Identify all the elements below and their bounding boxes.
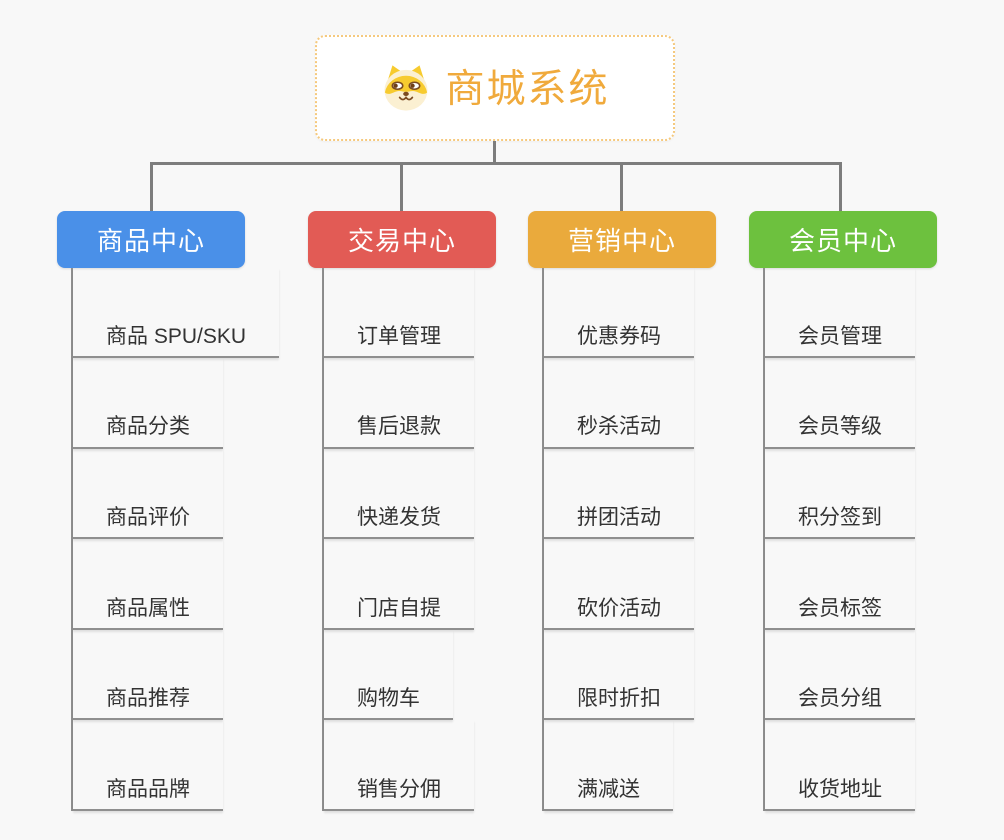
branch-item-label: 优惠券码	[577, 324, 661, 348]
branch-item-label: 订单管理	[357, 324, 441, 348]
branch-item-label: 砍价活动	[577, 596, 661, 620]
branch-items: 优惠券码秒杀活动拼团活动砍价活动限时折扣满减送	[542, 268, 716, 811]
connector-drop	[839, 164, 842, 211]
branch-header-0[interactable]: 商品中心	[57, 211, 245, 268]
branch-item-label: 收货地址	[798, 777, 882, 801]
branch-item[interactable]: 收货地址	[765, 720, 915, 811]
branch-item[interactable]: 商品品牌	[73, 720, 223, 811]
branch-item-label: 会员等级	[798, 415, 882, 439]
branch-items: 订单管理售后退款快递发货门店自提购物车销售分佣	[322, 268, 496, 811]
branch-item[interactable]: 满减送	[544, 720, 673, 811]
connector-bus	[150, 162, 842, 165]
connector-root-drop	[493, 141, 496, 164]
branch-item-label: 商品评价	[106, 506, 190, 529]
branch-item[interactable]: 门店自提	[324, 539, 474, 630]
branch-item[interactable]: 商品 SPU/SKU	[73, 268, 280, 358]
branch-0: 商品中心 商品 SPU/SKU 商品分类商品评价商品属性商品推荐商品品牌	[57, 211, 280, 811]
branch-3: 会员中心 会员管理会员等级积分签到会员标签会员分组收货地址	[749, 211, 937, 811]
branch-item[interactable]: 会员等级	[765, 358, 915, 449]
branch-item[interactable]: 会员标签	[765, 539, 915, 630]
connector-drop	[400, 164, 403, 211]
branch-item[interactable]: 商品推荐	[73, 630, 223, 721]
branch-item-label: 售后退款	[357, 415, 441, 439]
branch-items: 商品 SPU/SKU 商品分类商品评价商品属性商品推荐商品品牌	[71, 268, 280, 811]
branch-item-label: 满减送	[577, 777, 640, 801]
connector-drop	[150, 164, 153, 211]
branch-item[interactable]: 售后退款	[324, 358, 474, 449]
branch-item[interactable]: 限时折扣	[544, 630, 694, 721]
branch-item-label: 会员管理	[798, 324, 882, 348]
branch-1: 交易中心 订单管理售后退款快递发货门店自提购物车销售分佣	[308, 211, 496, 811]
branch-item-label: 快递发货	[357, 506, 441, 529]
branch-item[interactable]: 商品评价	[73, 449, 223, 540]
branch-item-label: 商品品牌	[106, 777, 190, 801]
branch-item[interactable]: 砍价活动	[544, 539, 694, 630]
branch-item-label: 商品推荐	[106, 687, 190, 711]
branch-header-2[interactable]: 营销中心	[528, 211, 716, 268]
branch-item[interactable]: 会员分组	[765, 630, 915, 721]
dog-face-icon	[385, 65, 428, 111]
branch-item[interactable]: 商品分类	[73, 358, 223, 449]
branch-item-label: 拼团活动	[577, 506, 661, 529]
branch-item[interactable]: 订单管理	[324, 268, 474, 358]
branch-item[interactable]: 会员管理	[765, 268, 915, 358]
branch-item-label: 门店自提	[357, 596, 441, 620]
branch-item-label: 会员标签	[798, 596, 882, 620]
branch-item-label: 购物车	[357, 687, 420, 711]
branch-header-3[interactable]: 会员中心	[749, 211, 937, 268]
branch-item-label: 秒杀活动	[577, 415, 661, 439]
branch-item[interactable]: 拼团活动	[544, 449, 694, 540]
branch-item[interactable]: 商品属性	[73, 539, 223, 630]
branch-item[interactable]: 快递发货	[324, 449, 474, 540]
branch-header-1[interactable]: 交易中心	[308, 211, 496, 268]
branch-item[interactable]: 积分签到	[765, 449, 915, 540]
branch-item[interactable]: 销售分佣	[324, 720, 474, 811]
branch-item[interactable]: 秒杀活动	[544, 358, 694, 449]
branch-item-label: 商品 SPU/SKU	[106, 324, 247, 348]
root-topic-title: 商城系统	[445, 67, 610, 111]
branch-item[interactable]: 优惠券码	[544, 268, 694, 358]
branch-item[interactable]: 购物车	[324, 630, 453, 721]
branch-item-label: 会员分组	[798, 687, 882, 711]
branch-items: 会员管理会员等级积分签到会员标签会员分组收货地址	[763, 268, 937, 811]
branch-item-label: 限时折扣	[577, 687, 661, 711]
root-topic[interactable]: 商城系统	[315, 35, 675, 141]
branch-item-label: 商品属性	[106, 596, 190, 620]
branch-item-label: 销售分佣	[357, 777, 441, 801]
branch-2: 营销中心 优惠券码秒杀活动拼团活动砍价活动限时折扣满减送	[528, 211, 716, 811]
branch-item-label: 积分签到	[798, 506, 882, 529]
branch-item-label: 商品分类	[106, 415, 190, 439]
connector-drop	[620, 164, 623, 211]
